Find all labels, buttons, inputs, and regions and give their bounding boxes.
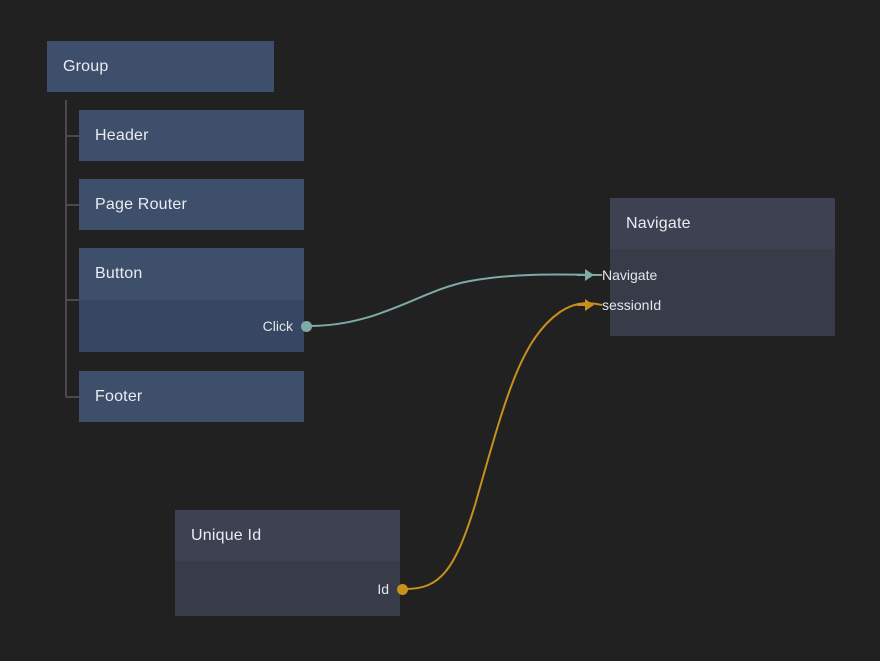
port-arrow-icon[interactable] (577, 299, 594, 311)
node-page-router[interactable]: Page Router (79, 179, 304, 230)
port-arrow-icon[interactable] (577, 269, 594, 281)
port-arrow-stub (577, 304, 585, 306)
port-dot-icon[interactable] (397, 583, 408, 595)
port-in-navigate[interactable]: Navigate (577, 265, 658, 285)
edge-click-to-navigate[interactable] (308, 273, 603, 327)
port-dot-icon[interactable] (301, 320, 312, 332)
port-out-click[interactable]: Click (263, 316, 312, 336)
node-footer[interactable]: Footer (79, 371, 304, 422)
port-arrow-head-icon (585, 299, 594, 311)
node-title-button: Button (79, 248, 304, 300)
node-unique-id[interactable]: Unique Id Id (175, 510, 408, 616)
node-header[interactable]: Header (79, 110, 304, 161)
node-body-unique-id: Id (175, 561, 408, 616)
port-label-sessionid: sessionId (602, 297, 662, 313)
node-title-page-router: Page Router (79, 179, 304, 230)
node-title-unique-id: Unique Id (175, 510, 400, 561)
node-body-navigate: Navigate sessionId (577, 249, 835, 336)
node-title-footer: Footer (79, 371, 304, 422)
node-body-button: Click (79, 300, 312, 352)
port-label-id: Id (377, 581, 389, 597)
port-out-id[interactable]: Id (377, 579, 408, 599)
node-group[interactable]: Group (47, 41, 274, 92)
port-arrow-head-icon (585, 269, 594, 281)
node-title-group: Group (47, 41, 274, 92)
node-title-header: Header (79, 110, 304, 161)
port-label-click: Click (262, 318, 293, 334)
edge-id-to-sessionid[interactable] (405, 302, 603, 590)
node-title-navigate: Navigate (610, 198, 835, 249)
port-in-sessionid[interactable]: sessionId (577, 295, 662, 315)
port-arrow-stub (577, 274, 585, 276)
port-label-navigate: Navigate (602, 267, 658, 283)
